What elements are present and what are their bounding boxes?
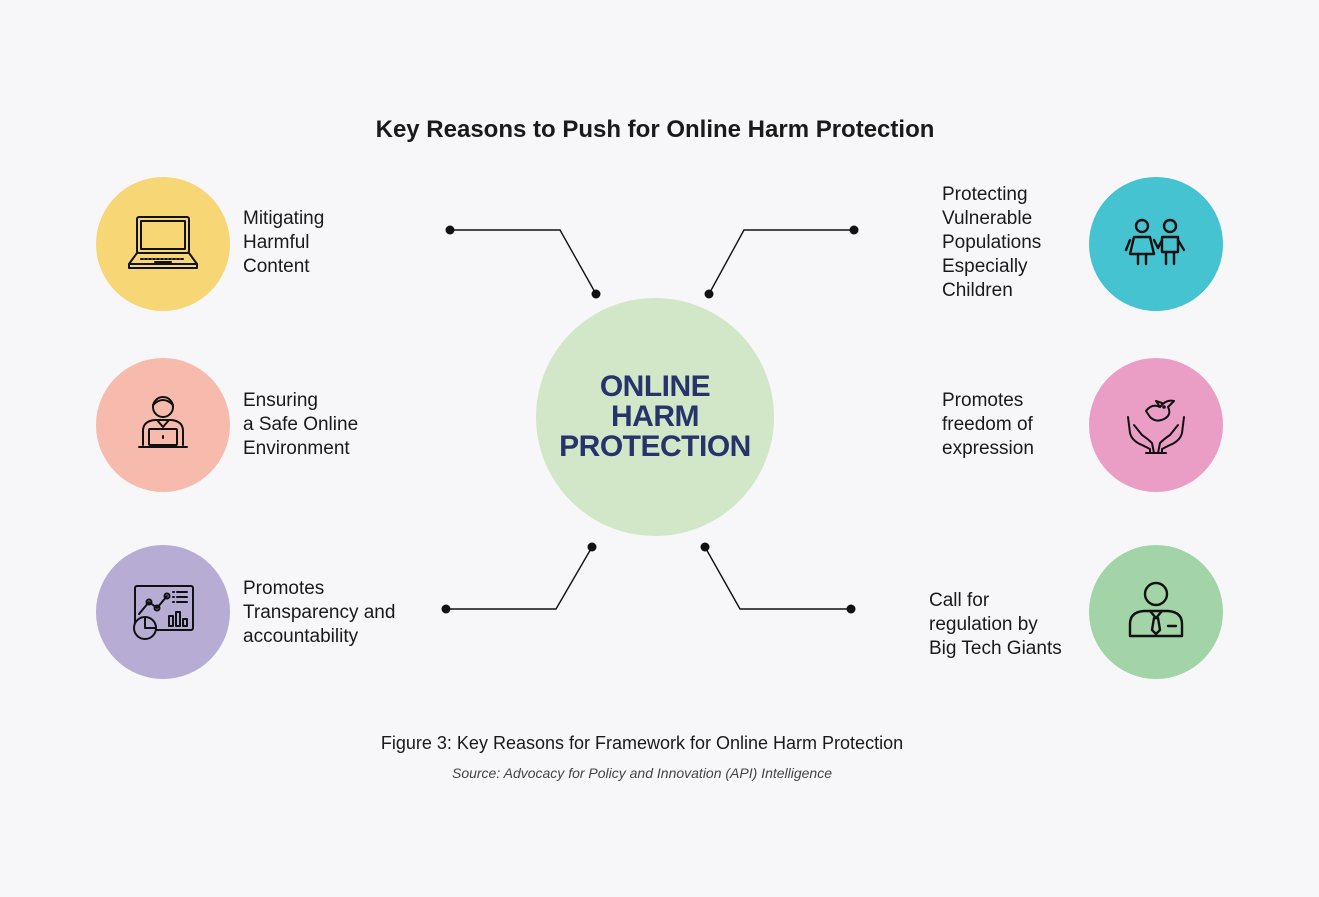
item-label-transparency: Promotes Transparency and accountability xyxy=(243,577,395,649)
item-label-line: freedom of xyxy=(942,414,1033,435)
item-label-vulnerable: Protecting Vulnerable Populations Especi… xyxy=(942,183,1041,303)
item-circle-regulation xyxy=(1089,545,1223,679)
item-label-line: Big Tech Giants xyxy=(929,638,1062,659)
connector-dot xyxy=(441,604,451,614)
center-circle xyxy=(536,298,774,536)
item-label-line: Promotes xyxy=(243,578,325,599)
item-label-line: Environment xyxy=(243,438,350,459)
hands-dove-icon xyxy=(1127,399,1185,454)
item-label-line: accountability xyxy=(243,626,359,647)
item-label-line: Vulnerable xyxy=(942,208,1033,229)
connector-dot xyxy=(700,542,710,552)
figure-caption: Figure 3: Key Reasons for Framework for … xyxy=(380,733,904,753)
item-label-line: Call for xyxy=(929,590,990,611)
laptop-icon xyxy=(128,216,198,269)
item-label-line: Children xyxy=(942,280,1013,301)
item-circle-freedom xyxy=(1089,358,1223,492)
item-label-line: Content xyxy=(243,256,310,277)
item-label-safe-environment: Ensuring a Safe Online Environment xyxy=(243,389,358,461)
item-label-line: Transparency and xyxy=(243,602,396,623)
item-label-line: expression xyxy=(942,438,1034,459)
item-label-mitigating: Mitigating Harmful Content xyxy=(243,207,324,279)
item-label-line: Harmful xyxy=(243,232,310,253)
item-label-line: Protecting xyxy=(942,184,1028,205)
person-at-laptop-icon xyxy=(138,396,188,448)
connector-dot xyxy=(591,289,601,299)
diagram-title: Key Reasons to Push for Online Harm Prot… xyxy=(375,116,935,143)
center-label-line: ONLINE xyxy=(599,370,711,403)
children-icon xyxy=(1124,218,1186,266)
item-label-line: a Safe Online xyxy=(243,414,359,435)
connector-top-left xyxy=(450,229,597,295)
connector-top-right xyxy=(708,229,854,295)
connector-bottom-right xyxy=(704,546,851,610)
connector-dot xyxy=(704,289,714,299)
businessman-icon xyxy=(1128,581,1184,638)
item-label-line: Promotes xyxy=(942,390,1024,411)
item-label-line: Especially xyxy=(942,256,1028,277)
item-circle-safe-environment xyxy=(96,358,230,492)
item-label-line: Ensuring xyxy=(243,390,318,411)
item-label-freedom: Promotes freedom of expression xyxy=(942,389,1034,461)
center-label-line: PROTECTION xyxy=(559,430,751,463)
center-label: ONLINE HARM PROTECTION xyxy=(536,372,774,462)
connector-dot xyxy=(849,225,859,235)
analytics-dashboard-icon xyxy=(133,585,194,640)
item-circle-transparency xyxy=(96,545,230,679)
connector-dot xyxy=(445,225,455,235)
connector-dot xyxy=(846,604,856,614)
item-label-line: Populations xyxy=(942,232,1042,253)
item-circle-mitigating xyxy=(96,177,230,311)
connector-dot xyxy=(587,542,597,552)
center-label-line: HARM xyxy=(611,400,700,433)
figure-source: Source: Advocacy for Policy and Innovati… xyxy=(451,765,833,781)
item-circle-vulnerable xyxy=(1089,177,1223,311)
item-label-line: Mitigating xyxy=(243,208,325,229)
item-label-regulation: Call for regulation by Big Tech Giants xyxy=(929,589,1062,661)
connector-bottom-left xyxy=(446,546,593,610)
item-label-line: regulation by xyxy=(929,614,1038,635)
